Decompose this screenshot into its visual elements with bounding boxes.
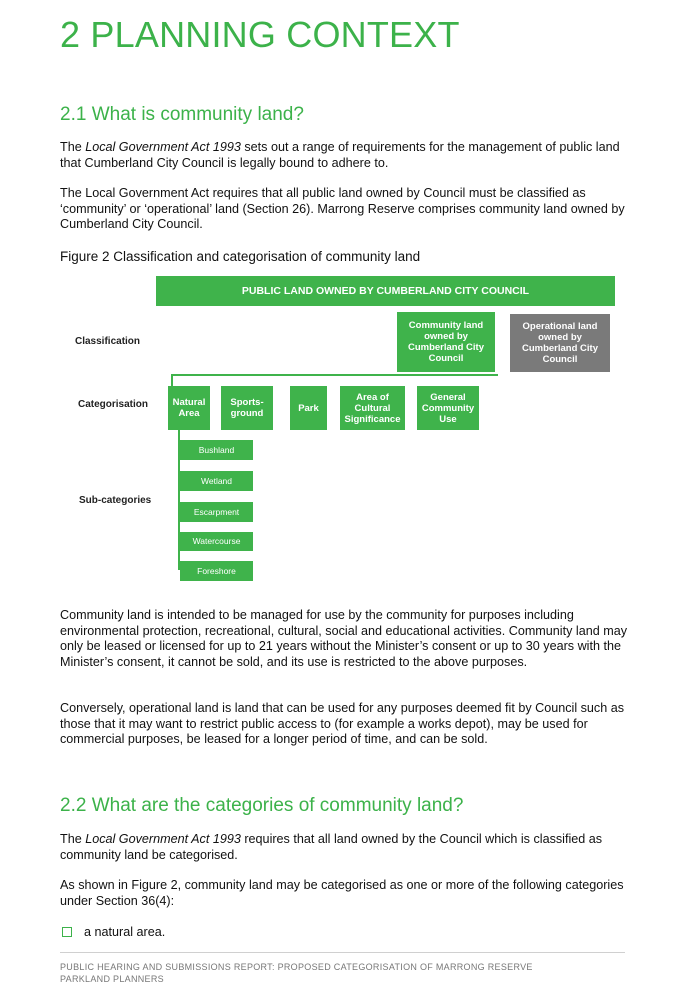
act-title: Local Government Act 1993 xyxy=(85,140,241,154)
section-heading-categories: 2.2 What are the categories of community… xyxy=(60,795,464,816)
list-item-text: a natural area. xyxy=(84,925,166,939)
subcategory-escarpment: Escarpment xyxy=(180,502,253,522)
classification-diagram: PUBLIC LAND OWNED BY CUMBERLAND CITY COU… xyxy=(60,276,630,596)
act-title: Local Government Act 1993 xyxy=(85,832,241,846)
checkbox-bullet-icon xyxy=(62,927,72,937)
text-run: The xyxy=(60,140,86,154)
connector-line xyxy=(171,374,173,386)
page-title: 2 PLANNING CONTEXT xyxy=(60,14,460,55)
community-land-box: Community land owned by Cumberland City … xyxy=(397,312,495,372)
category-natural-area: Natural Area xyxy=(168,386,210,430)
paragraph: As shown in Figure 2, community land may… xyxy=(60,878,624,908)
connector-line xyxy=(178,428,180,570)
connector-line xyxy=(171,374,498,376)
paragraph: The Local Government Act 1993 requires t… xyxy=(60,832,630,863)
footer-line: PUBLIC HEARING AND SUBMISSIONS REPORT: P… xyxy=(60,962,533,972)
subcategory-wetland: Wetland xyxy=(180,471,253,491)
category-sportsground: Sports-ground xyxy=(221,386,273,430)
public-land-box: PUBLIC LAND OWNED BY CUMBERLAND CITY COU… xyxy=(156,276,615,306)
text-run: requires that all land owned by the Coun… xyxy=(60,832,603,862)
paragraph: The Local Government Act requires that a… xyxy=(60,186,625,232)
list-item: a natural area. xyxy=(62,925,165,939)
subcategory-watercourse: Watercourse xyxy=(180,532,253,551)
paragraph: The Local Government Act 1993 sets out a… xyxy=(60,140,630,171)
paragraph: Community land is intended to be managed… xyxy=(60,608,628,669)
footer: PUBLIC HEARING AND SUBMISSIONS REPORT: P… xyxy=(60,961,533,985)
subcategory-bushland: Bushland xyxy=(180,440,253,460)
row-label-subcategories: Sub-categories xyxy=(79,495,152,506)
row-label-classification: Classification xyxy=(75,336,141,347)
category-general-community-use: General Community Use xyxy=(417,386,479,430)
text-run: sets out a range of requirements for the… xyxy=(60,140,620,170)
category-area-of-cultural-significance: Area of Cultural Significance xyxy=(340,386,405,430)
figure-caption: Figure 2 Classification and categorisati… xyxy=(60,249,421,264)
row-label-categorisation: Categorisation xyxy=(78,399,149,410)
category-park: Park xyxy=(290,386,327,430)
text-run: The xyxy=(60,832,86,846)
operational-land-box: Operational land owned by Cumberland Cit… xyxy=(510,314,610,372)
footer-line: PARKLAND PLANNERS xyxy=(60,974,164,984)
footer-divider xyxy=(60,952,625,953)
paragraph: Conversely, operational land is land tha… xyxy=(60,701,625,747)
section-heading-community-land: 2.1 What is community land? xyxy=(60,104,304,125)
subcategory-foreshore: Foreshore xyxy=(180,561,253,581)
